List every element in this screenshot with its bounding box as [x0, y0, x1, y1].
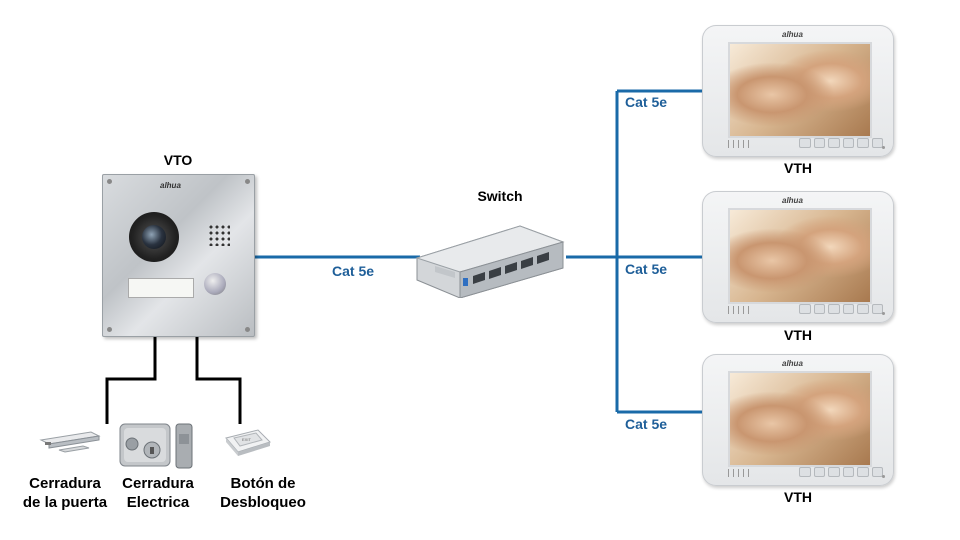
indoor-monitor-icon: alhua [702, 191, 894, 323]
nameplate [128, 278, 194, 298]
indoor-monitor-icon: alhua [702, 25, 894, 157]
indoor-monitor-icon: alhua [702, 354, 894, 486]
lock2-label-line1: Cerradura [122, 475, 194, 492]
lock2-label: Cerradura Electrica [108, 474, 208, 512]
lock1-label: Cerradura de la puerta [10, 474, 120, 512]
magnetic-lock-icon [39, 431, 101, 453]
vto-label: VTO [163, 152, 193, 168]
lock1-label-line1: Cerradura [29, 475, 101, 492]
button-label: Botón de Desbloqueo [208, 474, 318, 512]
cable-label-vth2: Cat 5e [625, 261, 668, 277]
vth3-brand-logo: alhua [782, 359, 803, 368]
lock2-label-line2: Electrica [126, 494, 190, 511]
button-label-line1: Botón de [230, 475, 296, 492]
switch-label: Switch [477, 188, 523, 204]
svg-text:EXIT: EXIT [242, 437, 251, 442]
poe-switch-icon [415, 225, 565, 298]
call-button-icon [204, 273, 226, 295]
vth1-label: VTH [784, 160, 812, 176]
vth3-label: VTH [784, 489, 812, 505]
lock1-label-line2: de la puerta [22, 494, 108, 511]
vth2-label: VTH [784, 327, 812, 343]
electric-lock-icon [119, 423, 193, 469]
lock-wire [105, 337, 157, 424]
speaker-grille-icon [208, 224, 230, 246]
cable-label-vth1: Cat 5e [625, 94, 668, 110]
button-wire [195, 337, 242, 424]
cable-label-vth3: Cat 5e [625, 416, 668, 432]
vto-brand-logo: alhua [160, 181, 181, 190]
vth1-brand-logo: alhua [782, 30, 803, 39]
vth2-brand-logo: alhua [782, 196, 803, 205]
camera-icon [129, 212, 179, 262]
exit-button-icon: EXIT [225, 429, 271, 456]
cable-label-vto: Cat 5e [332, 263, 375, 279]
button-label-line2: Desbloqueo [220, 494, 306, 511]
door-station-icon: alhua [102, 174, 255, 337]
